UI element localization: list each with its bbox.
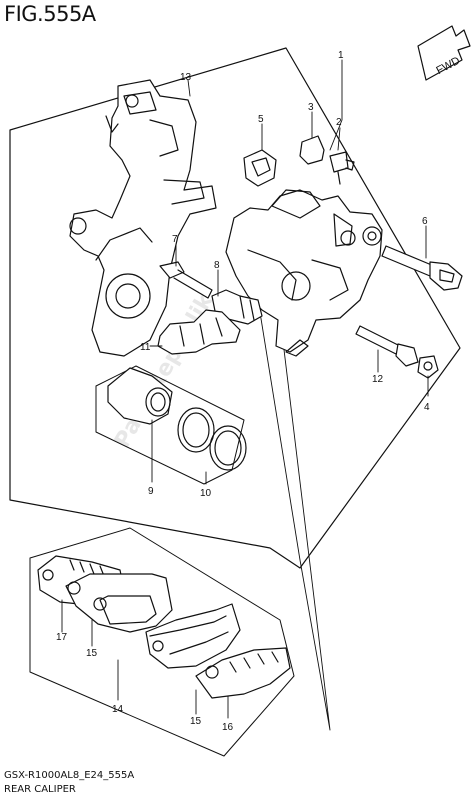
- figure-title: FIG.555A: [4, 2, 96, 26]
- callout-13: 13: [180, 72, 192, 83]
- assembly-frame: [9, 47, 461, 569]
- callout-1: 1: [338, 50, 344, 61]
- callout-2: 2: [336, 117, 342, 128]
- caliper-plug: [243, 149, 277, 187]
- callout-14: 14: [112, 704, 124, 715]
- callout-9: 9: [148, 486, 154, 497]
- callout-16: 16: [222, 722, 234, 733]
- pin-bolt-lower: [355, 325, 419, 367]
- callout-labels: 1 2 3 4 5 6 7 8 9 10 11 12 13 14 15 15 1…: [56, 50, 430, 733]
- bleeder-cap: [299, 135, 325, 165]
- brake-pad-left: [65, 573, 173, 633]
- piston-seals: [177, 407, 247, 471]
- pad-spring: [157, 309, 241, 355]
- callout-6: 6: [422, 216, 428, 227]
- callout-7: 7: [172, 234, 178, 245]
- callout-11: 11: [140, 342, 151, 353]
- callout-15b: 15: [190, 716, 202, 727]
- callout-15a: 15: [86, 648, 98, 659]
- pad-leader-lines: [257, 299, 331, 731]
- callout-12: 12: [372, 374, 384, 385]
- callout-3: 3: [308, 102, 314, 113]
- slide-pin: [159, 261, 213, 299]
- caliper-bracket: [69, 79, 217, 357]
- pad-set-box: [29, 527, 295, 757]
- callout-5: 5: [258, 114, 264, 125]
- leader-lines: [61, 59, 429, 719]
- pad-shim-right: [195, 647, 291, 699]
- bleeder-valve: [329, 151, 355, 185]
- callout-10: 10: [200, 488, 212, 499]
- figure-code: GSX-R1000AL8_E24_555A: [4, 770, 135, 781]
- pin-bolt-upper: [381, 245, 463, 291]
- fwd-arrow-icon: FWD: [417, 25, 471, 81]
- brake-pad-right: [145, 603, 241, 669]
- pin-cap: [417, 355, 439, 379]
- callout-4: 4: [424, 402, 430, 413]
- figure-caption: REAR CALIPER: [4, 784, 76, 795]
- piston: [107, 367, 173, 425]
- callout-17: 17: [56, 632, 68, 643]
- callout-8: 8: [214, 260, 220, 271]
